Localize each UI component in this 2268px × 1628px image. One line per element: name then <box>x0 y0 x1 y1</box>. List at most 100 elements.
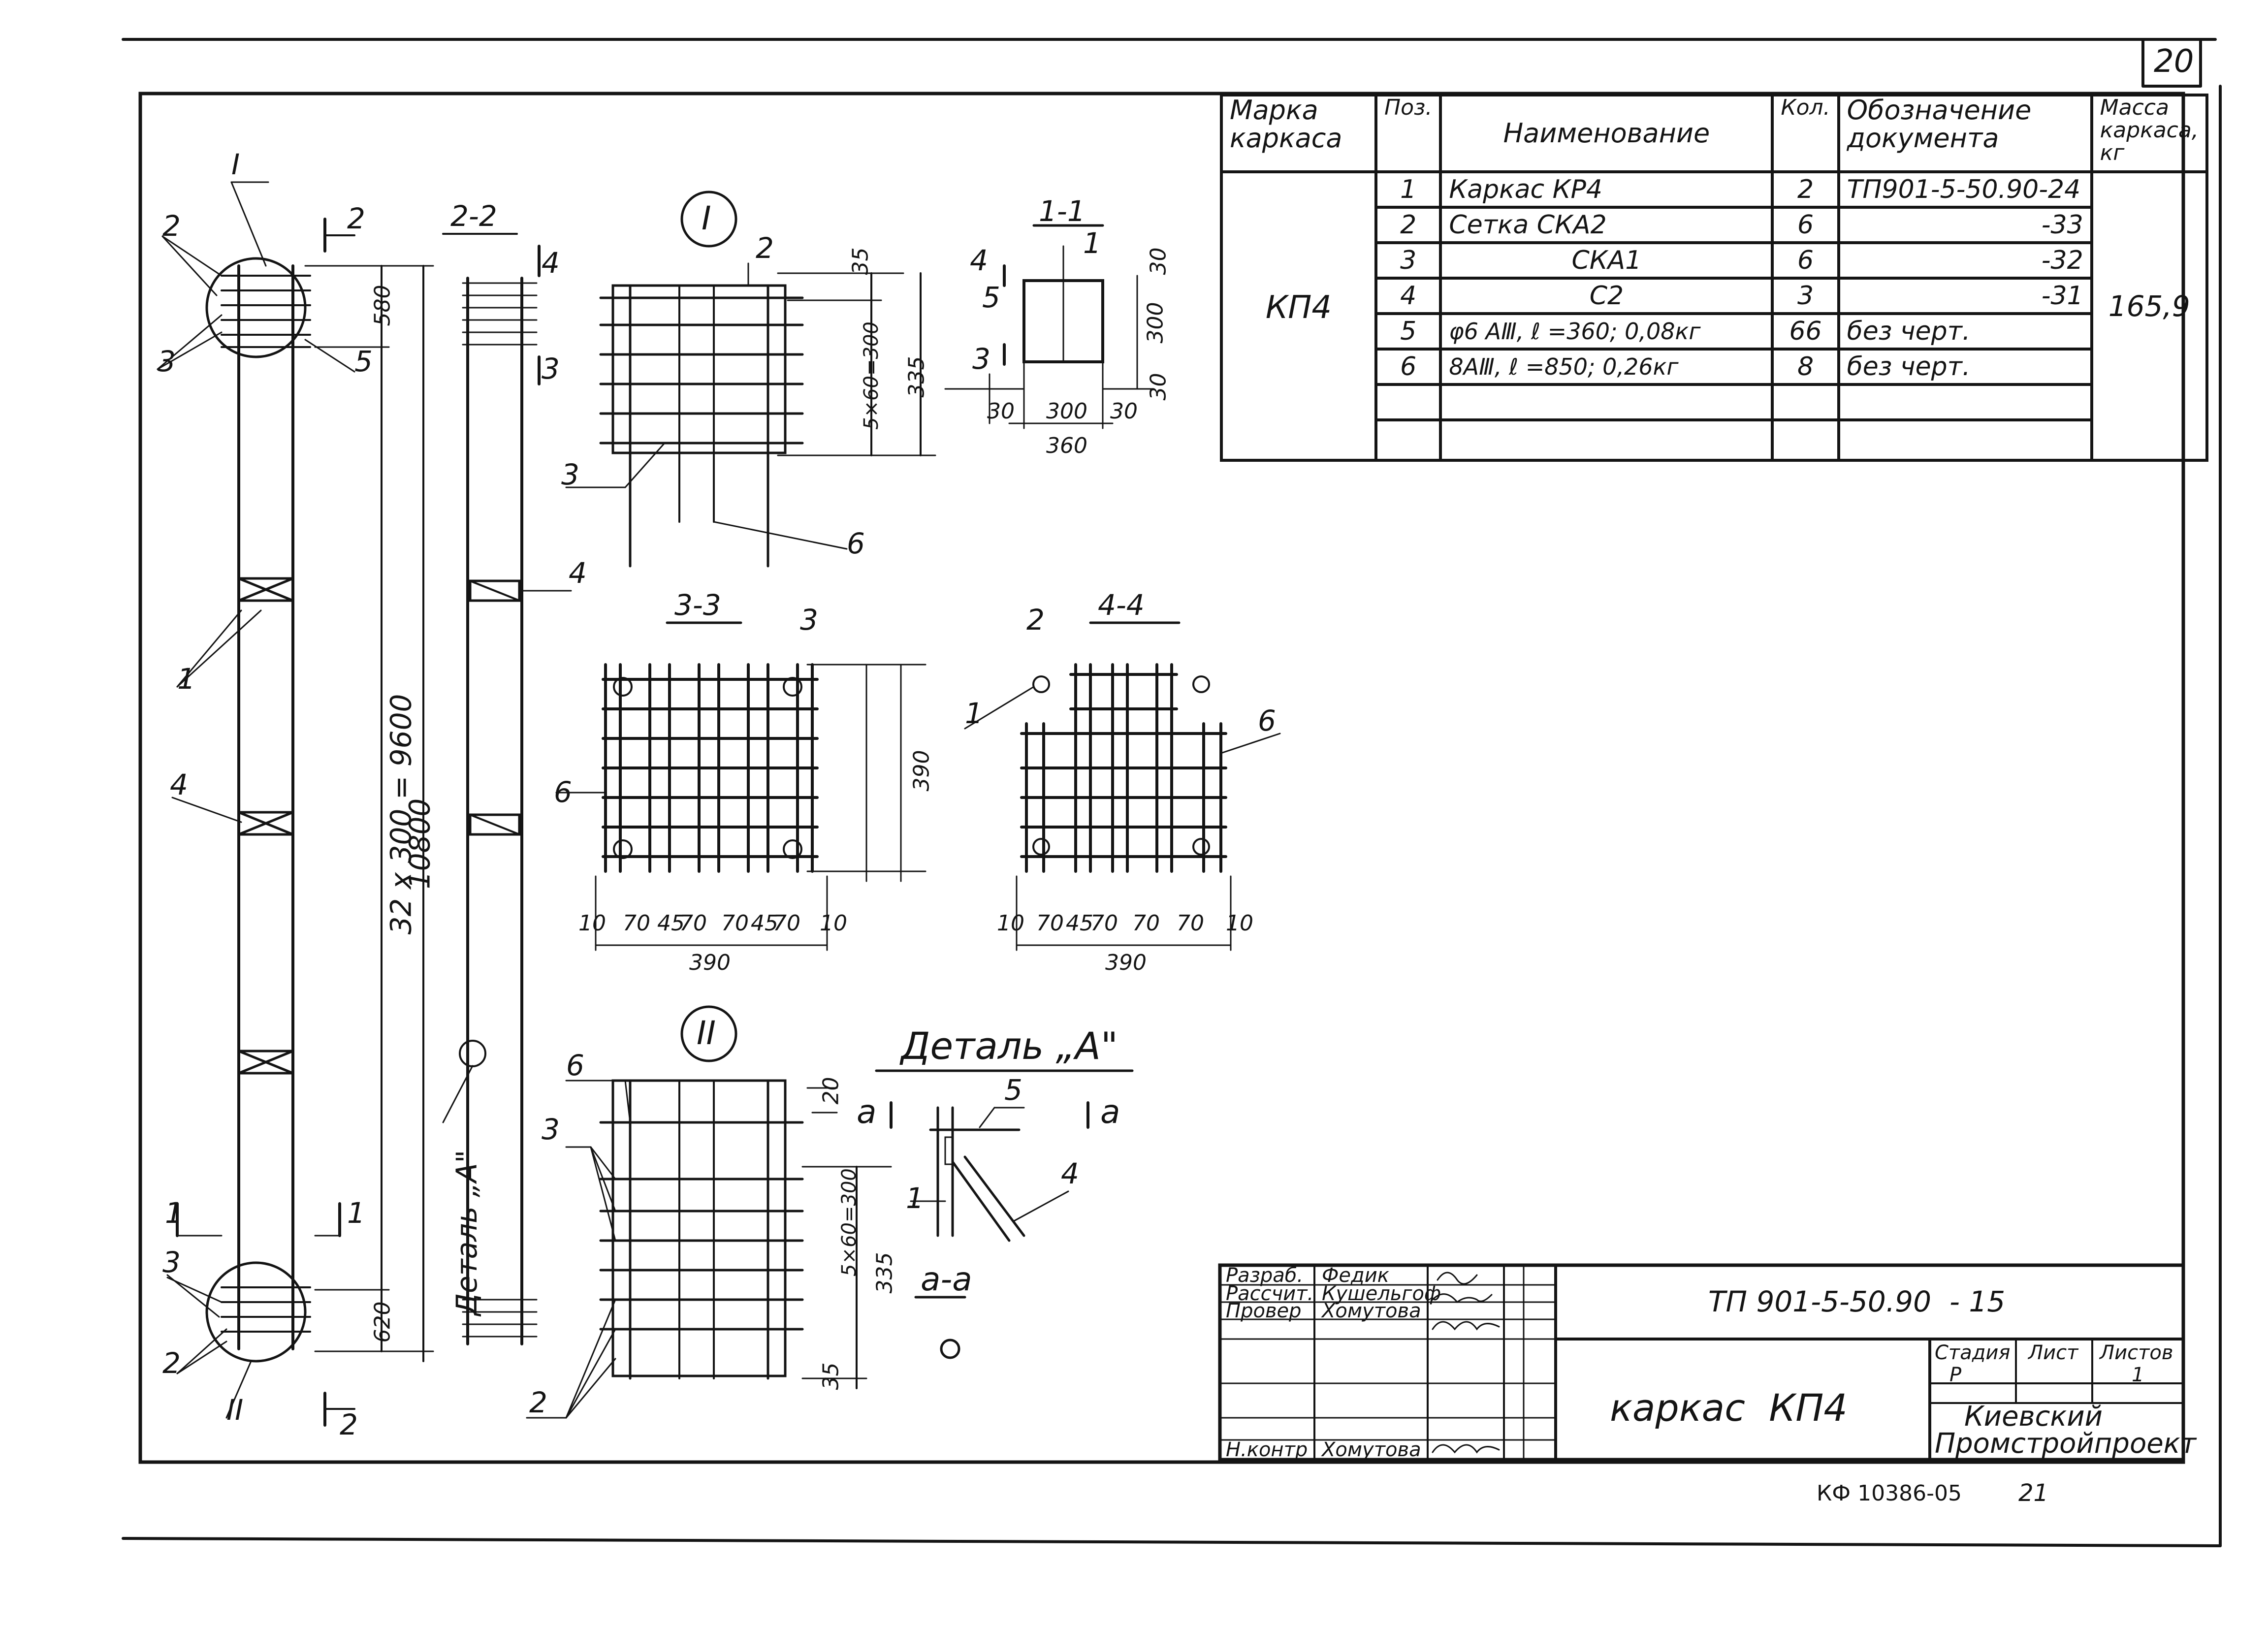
tb-sheet-suffix: - 15 <box>1949 1285 2006 1318</box>
tb-name-calculated: Кушельгоф <box>1322 1282 1441 1305</box>
header-mass: Масса каркаса, кг <box>2090 94 2208 173</box>
table-row-empty <box>1221 418 2207 462</box>
callout-3: 3 <box>162 1245 181 1279</box>
row-doc: -31 <box>1837 277 2093 315</box>
row-pos: 2 <box>1374 206 1442 244</box>
row-name: СКА1 <box>1439 241 1774 280</box>
callout-4: 4 <box>170 768 188 801</box>
dim-70: 70 <box>1036 911 1064 936</box>
header-doc: Обозначение документа <box>1837 94 2093 173</box>
dim-70: 70 <box>679 911 707 936</box>
dim-70: 70 <box>773 911 800 936</box>
row-doc: ТП901-5-50.90-24 <box>1837 170 2093 209</box>
sheet-number: 20 <box>2154 43 2194 80</box>
tb-stage-value: Р <box>1949 1364 1962 1386</box>
cut-label-2-top: 2 <box>347 202 365 235</box>
dim-30: 30 <box>987 399 1015 424</box>
footer-number: 21 <box>2018 1479 2049 1507</box>
dim-70: 70 <box>1090 911 1118 936</box>
callout-2: 2 <box>529 1386 547 1419</box>
brand-cell: КП4 <box>1220 170 1377 462</box>
row-pos: 6 <box>1374 348 1442 386</box>
table-row: 6 8АⅢ, ℓ =850; 0,26кг 8 без черт. <box>1221 348 2207 386</box>
row-qty: 66 <box>1771 312 1840 351</box>
callout-2: 2 <box>1026 603 1045 637</box>
tb-designation: ТП 901-5-50.90 <box>1708 1285 1931 1318</box>
row-name: С2 <box>1439 277 1774 315</box>
tb-sheets-value: 1 <box>2132 1364 2144 1386</box>
row-qty: 6 <box>1771 241 1840 280</box>
row-qty: 6 <box>1771 206 1840 244</box>
row-qty: 3 <box>1771 277 1840 315</box>
cut-label-a-right: а <box>1100 1093 1120 1131</box>
dim-30: 30 <box>1146 247 1171 275</box>
tb-sheet-label: Лист <box>2028 1341 2078 1364</box>
tb-name-checked: Хомутова <box>1322 1300 1421 1322</box>
callout-6: 6 <box>566 1049 584 1082</box>
cut-label-1-right: 1 <box>347 1196 365 1230</box>
callout-2: 2 <box>162 209 181 243</box>
dim-10: 10 <box>997 911 1024 936</box>
tb-role-checked: Провер <box>1226 1300 1302 1322</box>
table-row: 2 Сетка СКА2 6 -33 <box>1221 206 2207 244</box>
cut-label-1-left: 1 <box>165 1196 183 1230</box>
dim-620: 620 <box>370 1301 395 1343</box>
section-title-a-a: а-а <box>921 1260 972 1298</box>
dim-300: 300 <box>1143 302 1168 344</box>
table-row: 3 СКА1 6 -32 <box>1221 241 2207 280</box>
dim-35-node2: 35 <box>818 1362 844 1390</box>
row-name: Сетка СКА2 <box>1439 206 1774 244</box>
row-name: Каркас КР4 <box>1439 170 1774 209</box>
dim-45: 45 <box>751 911 778 936</box>
callout-3: 3 <box>800 603 818 637</box>
table-row: 5 φ6 АⅢ, ℓ =360; 0,08кг 66 без черт. <box>1221 312 2207 351</box>
callout-2: 2 <box>756 231 774 265</box>
dim-580: 580 <box>370 285 395 326</box>
footer-code: КФ 10386-05 <box>1817 1481 1962 1506</box>
cut-label-a-left: а <box>857 1093 877 1131</box>
row-qty: 8 <box>1771 348 1840 386</box>
header-qty: Кол. <box>1771 94 1840 173</box>
callout-5: 5 <box>354 345 373 378</box>
cut-label-4: 4 <box>542 246 560 280</box>
tb-sheets-label: Листов <box>2100 1341 2173 1364</box>
dim-20: 20 <box>818 1077 844 1105</box>
dim-5x60: 5×60=300 <box>860 321 883 430</box>
cut-label-3: 3 <box>542 352 560 385</box>
row-name: 8АⅢ, ℓ =850; 0,26кг <box>1439 348 1774 386</box>
table-row: КП4 1 Каркас КР4 2 ТП901-5-50.90-24 165,… <box>1220 170 2208 462</box>
dim-5x60-node2: 5×60=300 <box>837 1168 861 1277</box>
dim-70: 70 <box>721 911 749 936</box>
row-qty: 2 <box>1771 170 1840 209</box>
dim-360: 360 <box>1046 433 1087 458</box>
table-row: 4 С2 3 -31 <box>1221 277 2207 315</box>
callout-6: 6 <box>1258 704 1276 737</box>
cut-label-4: 4 <box>970 244 988 277</box>
header-pos: Поз. <box>1374 94 1442 173</box>
section-title-4-4: 4-4 <box>1098 588 1145 622</box>
dim-total: 10800 <box>403 798 437 890</box>
dim-390-vertical: 390 <box>909 750 934 792</box>
dim-35: 35 <box>848 247 873 275</box>
node-label-II: II <box>226 1393 244 1427</box>
dim-70: 70 <box>623 911 650 936</box>
callout-4: 4 <box>569 556 587 590</box>
dim-300: 300 <box>1046 399 1087 424</box>
detail-a-title: Деталь „А" <box>901 1024 1118 1068</box>
row-pos: 5 <box>1374 312 1442 351</box>
row-doc: без черт. <box>1837 312 2093 351</box>
dim-335: 335 <box>904 356 929 398</box>
callout-1: 1 <box>906 1181 924 1215</box>
section-title-1-1: 1-1 <box>1039 194 1086 228</box>
specification-table: Марка каркаса Поз. Наименование Кол. Обо… <box>1220 94 2208 462</box>
dim-10: 10 <box>820 911 847 936</box>
dim-45: 45 <box>1066 911 1093 936</box>
tb-org-line2: Промстройпроект <box>1935 1428 2197 1460</box>
dim-335-node2: 335 <box>872 1252 897 1294</box>
dim-30: 30 <box>1110 399 1138 424</box>
dim-10: 10 <box>1226 911 1253 936</box>
header-name: Наименование <box>1439 94 1774 173</box>
callout-3: 3 <box>542 1113 560 1146</box>
cut-label-3: 3 <box>972 342 990 376</box>
